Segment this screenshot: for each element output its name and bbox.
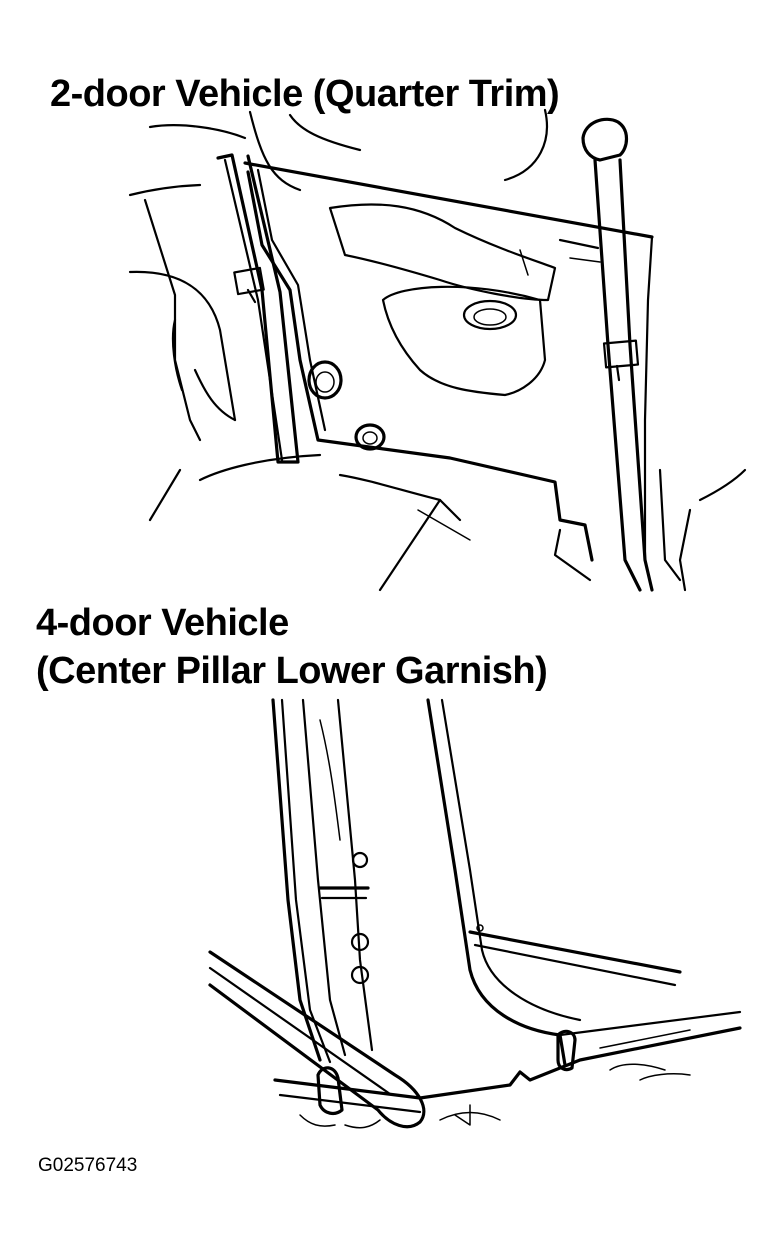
bottom-illustration-subtitle: (Center Pillar Lower Garnish) (36, 650, 548, 692)
door-sill (273, 930, 742, 1121)
clip-fasteners (316, 1029, 577, 1116)
top-illustration-title: 2-door Vehicle (Quarter Trim) (50, 73, 560, 115)
bolt-clips (307, 360, 386, 451)
floor-curves (299, 1104, 471, 1129)
left-seat-belt (216, 153, 300, 464)
body-surroundings (128, 108, 747, 592)
figure-code: G02576743 (38, 1155, 138, 1176)
bottom-illustration-title: 4-door Vehicle (36, 602, 289, 644)
removal-tool (208, 950, 426, 1129)
quarter-trim-panel (243, 161, 654, 562)
center-pillar (271, 698, 582, 1067)
right-seat-belt (581, 117, 682, 592)
